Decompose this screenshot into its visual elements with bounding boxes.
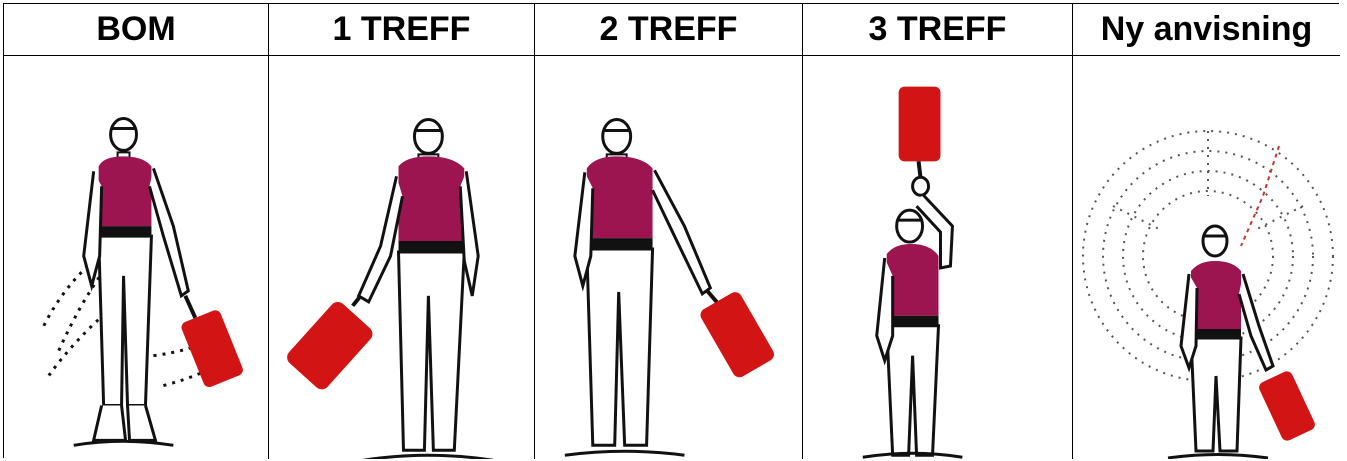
header-3-treff: 3 TREFF bbox=[803, 4, 1073, 56]
figure-2-treff bbox=[535, 56, 803, 459]
flagger-2-treff-illustration bbox=[535, 56, 802, 459]
figure-bom bbox=[4, 56, 269, 459]
flagger-1-treff-illustration bbox=[269, 56, 534, 459]
header-2-treff: 2 TREFF bbox=[535, 4, 803, 56]
header-1-treff: 1 TREFF bbox=[269, 4, 535, 56]
flagger-bom-illustration bbox=[4, 56, 268, 459]
figure-1-treff bbox=[269, 56, 535, 459]
header-ny-anvisning: Ny anvisning bbox=[1073, 4, 1340, 56]
header-bom: BOM bbox=[4, 4, 269, 56]
figure-3-treff bbox=[803, 56, 1073, 459]
signal-table: BOM 1 TREFF 2 TREFF 3 TREFF Ny anvisning bbox=[3, 3, 1339, 458]
flagger-ny-anvisning-illustration bbox=[1073, 56, 1340, 459]
flagger-3-treff-illustration bbox=[803, 56, 1072, 459]
figure-ny-anvisning bbox=[1073, 56, 1340, 459]
